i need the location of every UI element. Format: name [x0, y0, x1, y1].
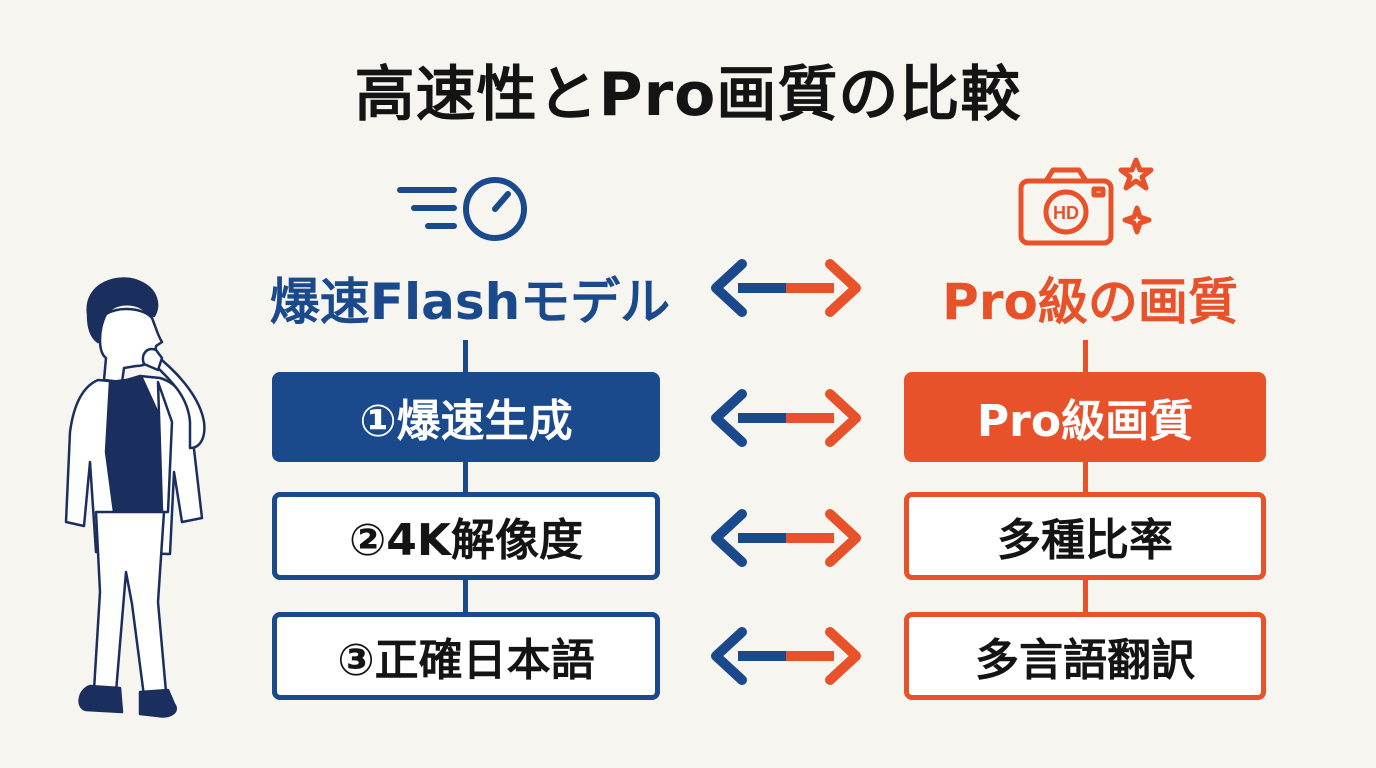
hd-camera-icon: HD: [1018, 157, 1154, 246]
page-title: 高速性とPro画質の比較: [354, 60, 1022, 130]
right-column-heading: Pro級の画質: [942, 273, 1238, 331]
left-column-heading: 爆速Flashモデル: [269, 273, 671, 331]
thinking-person-illustration: [64, 277, 206, 718]
left-connector-line: [463, 340, 468, 615]
right-item-2: 多種比率: [904, 492, 1266, 580]
double-arrow-icon: [711, 259, 861, 317]
double-arrow-icon: [711, 627, 861, 685]
left-item-1: ①爆速生成: [272, 372, 660, 462]
right-connector-line: [1083, 340, 1088, 615]
left-item-3: ③正確日本語: [272, 612, 660, 700]
double-arrow-icon: [711, 389, 861, 447]
svg-text:HD: HD: [1053, 203, 1079, 223]
double-arrow-icon: [711, 509, 861, 567]
speed-gauge-icon: [397, 177, 527, 241]
left-item-2: ②4K解像度: [272, 492, 660, 580]
right-item-3: 多言語翻訳: [904, 612, 1266, 700]
right-item-1: Pro級画質: [904, 372, 1266, 462]
